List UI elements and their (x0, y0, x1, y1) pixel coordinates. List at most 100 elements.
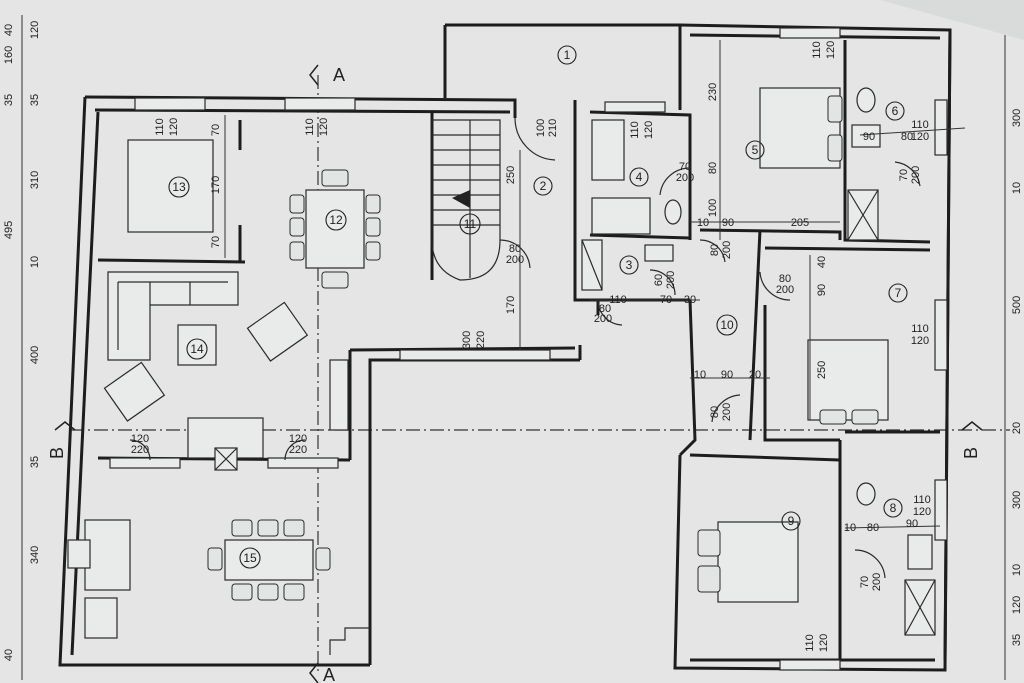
svg-text:110: 110 (804, 634, 816, 652)
svg-text:90: 90 (721, 369, 733, 381)
svg-text:210: 210 (547, 119, 559, 137)
svg-text:110: 110 (911, 323, 929, 335)
bed-room-5 (759, 87, 843, 169)
svg-text:310: 310 (29, 171, 41, 189)
svg-text:10: 10 (697, 217, 709, 229)
svg-text:120: 120 (913, 506, 931, 518)
svg-text:80: 80 (707, 162, 719, 174)
coffee-table-14 (177, 324, 217, 366)
svg-text:35: 35 (3, 94, 15, 106)
svg-text:300: 300 (1011, 109, 1023, 127)
svg-text:250: 250 (505, 166, 517, 184)
svg-text:10: 10 (1011, 182, 1023, 194)
svg-text:120: 120 (911, 131, 929, 143)
svg-text:35: 35 (29, 94, 41, 106)
svg-text:110: 110 (911, 119, 929, 131)
svg-text:70: 70 (210, 236, 222, 248)
svg-text:35: 35 (29, 456, 41, 468)
svg-text:35: 35 (1011, 634, 1023, 646)
svg-text:500: 500 (1011, 296, 1023, 314)
svg-text:120: 120 (289, 433, 307, 445)
svg-text:10: 10 (1011, 564, 1023, 576)
svg-text:B: B (961, 447, 981, 459)
steps-15 (329, 627, 370, 655)
dining-table-12 (305, 189, 365, 269)
svg-text:170: 170 (210, 176, 222, 194)
svg-text:110: 110 (811, 41, 823, 59)
left-dimensions: 40 120 160 35 35 310 495 10 400 35 340 4… (3, 21, 41, 661)
armchair-14b (103, 361, 166, 422)
svg-text:80: 80 (509, 243, 521, 255)
room-number-13: 13 (172, 180, 186, 194)
svg-text:20: 20 (1011, 422, 1023, 434)
svg-text:230: 230 (707, 83, 719, 101)
svg-text:30: 30 (684, 294, 696, 306)
svg-text:100: 100 (707, 199, 719, 217)
section-mark-a-bottom: A (309, 662, 335, 683)
sofa-14 (107, 271, 239, 361)
svg-text:220: 220 (289, 444, 307, 456)
svg-text:80: 80 (709, 244, 721, 256)
svg-text:10: 10 (29, 256, 41, 268)
room-number-10: 10 (720, 318, 734, 332)
svg-text:120: 120 (911, 335, 929, 347)
door-swings (129, 117, 921, 579)
svg-text:70: 70 (898, 169, 910, 181)
svg-text:200: 200 (721, 241, 733, 259)
window-labels: 110 120 110 120 110 120 110 120 110 120 … (154, 41, 931, 652)
svg-text:120: 120 (1011, 596, 1023, 614)
svg-text:70: 70 (210, 124, 222, 136)
svg-text:60: 60 (653, 274, 665, 286)
room-number-14: 14 (190, 342, 204, 356)
svg-text:110: 110 (609, 294, 627, 306)
inner-dimensions: 70 170 70 250 170 80 100 230 90 80 90 40… (210, 83, 918, 534)
svg-text:200: 200 (910, 166, 922, 184)
svg-text:90: 90 (816, 284, 828, 296)
svg-text:80: 80 (599, 303, 611, 315)
svg-text:A: A (323, 665, 335, 683)
svg-text:495: 495 (3, 221, 15, 239)
svg-text:70: 70 (660, 294, 672, 306)
svg-text:200: 200 (676, 172, 694, 184)
svg-text:200: 200 (871, 573, 883, 591)
svg-text:80: 80 (709, 406, 721, 418)
svg-text:200: 200 (506, 254, 524, 266)
room-number-6: 6 (892, 104, 899, 118)
svg-text:120: 120 (818, 634, 830, 652)
svg-text:80: 80 (779, 273, 791, 285)
svg-text:10: 10 (694, 369, 706, 381)
room-number-4: 4 (636, 170, 643, 184)
bathroom-6-fixtures (847, 87, 881, 241)
sideboard-14 (329, 359, 349, 431)
dining-chairs-12 (289, 169, 381, 289)
svg-text:110: 110 (629, 121, 641, 139)
svg-text:220: 220 (131, 444, 149, 456)
svg-text:340: 340 (29, 546, 41, 564)
svg-text:A: A (333, 65, 345, 85)
svg-text:120: 120 (29, 21, 41, 39)
room-number-3: 3 (626, 258, 633, 272)
svg-text:120: 120 (643, 121, 655, 139)
bathroom-4-fixtures (591, 119, 682, 235)
svg-text:10: 10 (844, 522, 856, 534)
svg-text:205: 205 (791, 217, 809, 229)
bed-room-7 (807, 339, 889, 425)
kitchen-15 (67, 519, 131, 639)
svg-text:200: 200 (776, 284, 794, 296)
door-labels: 100 210 80 200 70 200 60 200 80 200 80 2… (131, 119, 922, 591)
svg-text:20: 20 (749, 369, 761, 381)
svg-text:400: 400 (29, 346, 41, 364)
armchair-14a (246, 301, 309, 362)
svg-text:200: 200 (665, 271, 677, 289)
svg-text:90: 90 (906, 518, 918, 530)
section-mark-b-left: B (47, 421, 76, 459)
svg-text:120: 120 (318, 118, 330, 136)
svg-text:40: 40 (3, 649, 15, 661)
svg-text:40: 40 (816, 256, 828, 268)
svg-text:220: 220 (475, 331, 487, 349)
section-mark-a-top: A (309, 64, 345, 86)
svg-text:90: 90 (863, 131, 875, 143)
room-number-labels: 1 2 3 4 5 6 7 8 9 10 11 12 13 14 15 (168, 45, 908, 569)
